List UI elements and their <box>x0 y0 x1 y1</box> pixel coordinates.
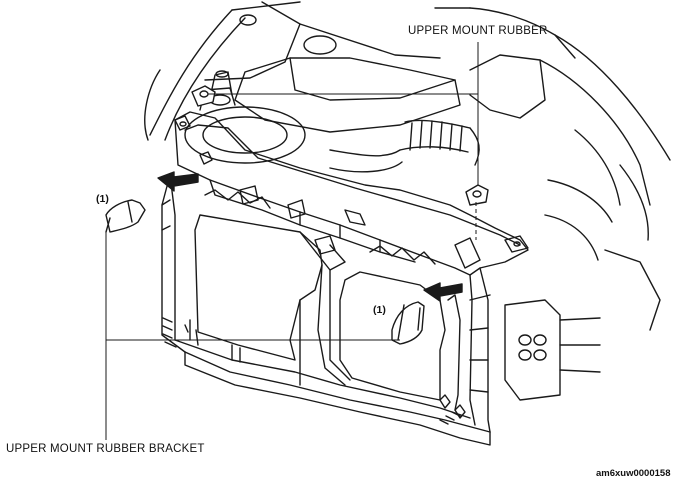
upper-mount-rubber-bracket-label: UPPER MOUNT RUBBER BRACKET <box>6 443 205 455</box>
radiator-support-frame <box>161 174 491 446</box>
figure-code: am6xuw0000158 <box>596 468 671 479</box>
removal-arrow-right <box>423 282 463 302</box>
engine-bay-background <box>144 1 671 401</box>
radiator-support-upper-member <box>174 111 529 276</box>
leader-lines <box>105 42 479 440</box>
upper-mount-rubber-bracket-right <box>391 301 425 345</box>
upper-mount-rubber-label: UPPER MOUNT RUBBER <box>408 25 548 37</box>
bracket-ref-label-left: (1) <box>96 193 109 205</box>
upper-mount-rubber-bracket-left <box>105 199 146 233</box>
upper-mount-rubber-right <box>465 184 489 206</box>
bracket-ref-label-right: (1) <box>373 304 386 316</box>
removal-arrow-left <box>157 171 199 192</box>
